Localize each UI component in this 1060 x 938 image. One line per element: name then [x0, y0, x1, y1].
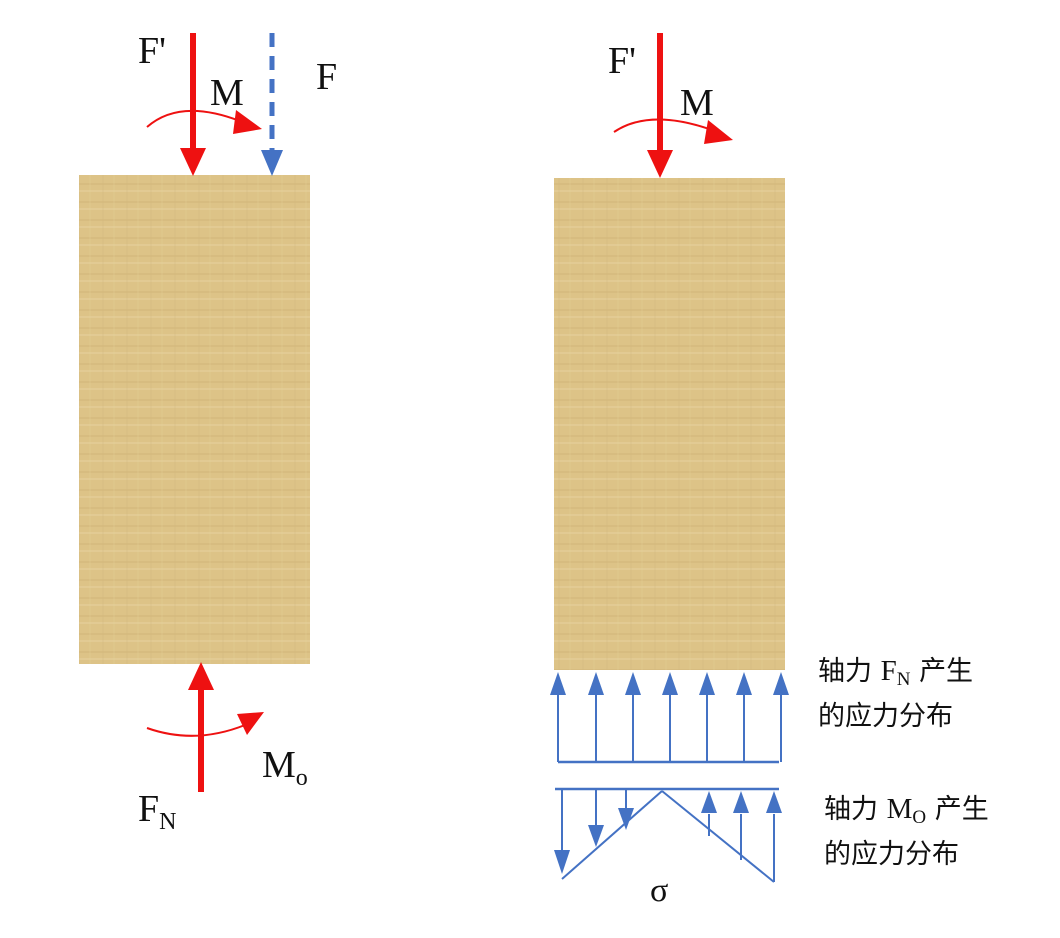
left-f-prime-label: F': [138, 30, 166, 72]
right-f-prime-label: F': [608, 40, 636, 82]
right-f-prime-arrow: [647, 33, 673, 178]
left-fn-label: FN: [138, 788, 176, 834]
left-mo-subscript: o: [295, 765, 308, 791]
axial-stress-arrow: [662, 672, 678, 762]
moment-note-line1: 轴力 MO 产生: [824, 788, 989, 834]
axial-stress-arrow: [550, 672, 566, 762]
axial-note-line1: 轴力 FN 产生: [818, 650, 973, 696]
moment-note-post: 产生: [934, 794, 989, 825]
axial-stress-arrow: [625, 672, 641, 762]
left-mo-main: M: [262, 744, 296, 786]
axial-stress-arrow: [588, 672, 604, 762]
axial-note-post: 产生: [919, 656, 974, 687]
right-column-block: [554, 178, 785, 670]
axial-stress-note: 轴力 FN 产生 的应力分布: [818, 650, 973, 738]
left-f-dashed-arrow: [261, 33, 283, 176]
left-f-label: F: [316, 56, 338, 98]
right-m-moment-arrow: [613, 118, 733, 144]
moment-note-subscript: O: [912, 807, 927, 828]
moment-stress-arrow: [588, 789, 604, 847]
left-fn-arrow: [188, 662, 214, 792]
left-f-prime-arrow: [180, 33, 206, 176]
left-mo-moment-arrow: [146, 712, 264, 737]
left-m-moment-arrow: [146, 109, 262, 134]
moment-note-symbol: M: [886, 793, 913, 825]
left-fn-main: F: [138, 788, 160, 830]
axial-stress-arrow: [773, 672, 789, 762]
axial-note-line2: 的应力分布: [818, 701, 953, 732]
moment-stress-arrow: [554, 789, 570, 874]
moment-stress-note: 轴力 MO 产生 的应力分布: [824, 788, 989, 876]
axial-stress-arrow: [699, 672, 715, 762]
left-m-label: M: [210, 72, 244, 114]
sigma-label: σ: [650, 872, 669, 909]
moment-note-line2: 的应力分布: [824, 839, 959, 870]
axial-stress-distribution: [550, 672, 789, 764]
right-m-label: M: [680, 82, 714, 124]
moment-note-pre: 轴力: [824, 794, 878, 825]
left-column-block: [79, 175, 310, 664]
moment-stress-arrow: [618, 789, 634, 830]
axial-note-pre: 轴力: [818, 656, 872, 687]
axial-note-symbol: F: [880, 655, 897, 687]
moment-stress-arrow: [733, 791, 749, 860]
moment-stress-arrow: [766, 791, 782, 882]
left-fn-subscript: N: [159, 809, 177, 835]
axial-note-subscript: N: [896, 669, 911, 690]
left-mo-label: Mo: [262, 744, 308, 790]
axial-stress-arrow: [736, 672, 752, 762]
moment-stress-arrow: [701, 791, 717, 836]
moment-stress-distribution: [554, 787, 782, 883]
